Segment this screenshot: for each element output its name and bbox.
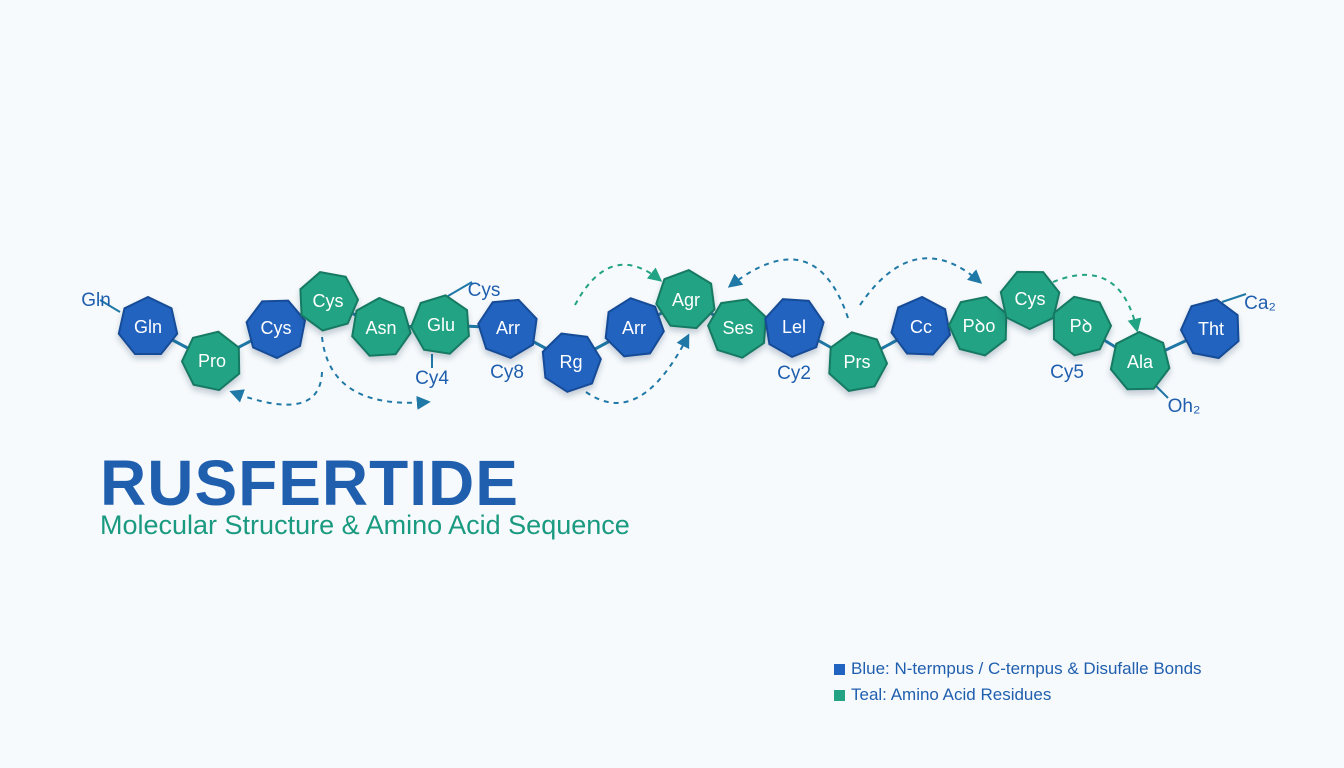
residue-shape <box>655 268 716 330</box>
residue-node-pꝺ: Pꝺ <box>1052 295 1113 357</box>
residue-shape <box>764 298 825 359</box>
residue-shape <box>890 295 952 356</box>
residue-label: Cc <box>910 317 932 337</box>
residue-node-gln: Gln <box>117 295 179 355</box>
residue-label: Gln <box>134 317 162 337</box>
residue-label: Cys <box>1015 289 1046 309</box>
residue-label: Pꝺo <box>963 316 996 336</box>
residue-label: Rg <box>559 352 582 372</box>
residue-shape <box>245 299 307 360</box>
disulfide-arc <box>1052 273 1142 333</box>
residue-node-asn: Asn <box>351 296 412 357</box>
disulfide-arc <box>229 371 323 406</box>
residue-shape <box>1179 298 1240 360</box>
residue-node-agr: Agr <box>655 268 716 330</box>
residue-shape <box>351 296 412 357</box>
residue-node-arr: Arr <box>604 297 665 358</box>
residue-label: Lel <box>782 317 806 337</box>
residue-label: Asn <box>365 318 396 338</box>
page-title: RUSFERTIDE <box>100 447 519 519</box>
legend-swatch-teal <box>834 689 845 701</box>
disulfide-arc <box>585 333 690 404</box>
residue-label: Prs <box>844 352 871 372</box>
residue-node-rg: Rg <box>541 332 602 393</box>
residue-shape <box>828 331 889 392</box>
residue-label: Ala <box>1127 352 1154 372</box>
legend-swatch-blue <box>834 663 845 675</box>
residue-node-ses: Ses <box>706 298 768 359</box>
residue-shape <box>947 295 1008 357</box>
residue-node-arr: Arr <box>477 298 538 360</box>
residue-label: Arr <box>622 318 646 338</box>
residue-shape <box>1052 295 1113 357</box>
residue-label: Agr <box>672 290 700 310</box>
legend: Blue: N-termpus / C-ternpus & Disufalle … <box>834 656 1202 708</box>
residue-node-cys: Cys <box>245 299 307 360</box>
side-chain-bond <box>99 299 121 313</box>
side-chain-label: Gln <box>81 290 111 311</box>
residue-shape <box>299 271 360 332</box>
residue-shape <box>1109 330 1171 391</box>
disulfide-arc <box>321 336 431 410</box>
residue-shape <box>180 330 241 392</box>
disulfide-arc <box>859 257 983 306</box>
side-chain-label: Cy2 <box>777 363 811 384</box>
legend-item-teal: Teal: Amino Acid Residues <box>834 682 1202 708</box>
residue-node-cys: Cys <box>299 271 360 332</box>
residue-label: Ses <box>722 318 753 338</box>
side-chain-label: Ca₂ <box>1244 293 1276 314</box>
residue-label: Tht <box>1198 319 1224 339</box>
side-chain-bond <box>1221 293 1247 303</box>
side-chain-label: Cy4 <box>415 368 449 389</box>
side-chain-label: Cys <box>468 280 501 301</box>
residue-node-tht: Tht <box>1179 298 1240 360</box>
residue-shape <box>604 297 665 358</box>
residue-shape <box>477 298 538 360</box>
legend-label: Teal: Amino Acid Residues <box>851 685 1052 704</box>
residue-node-pꝺo: Pꝺo <box>947 295 1008 357</box>
side-chain-label: Cy5 <box>1050 362 1084 383</box>
residue-label: Pro <box>198 351 226 371</box>
side-chain-label: Cy8 <box>490 362 524 383</box>
residue-node-cc: Cc <box>890 295 952 356</box>
residue-node-lel: Lel <box>764 298 825 359</box>
residue-node-ala: Ala <box>1109 330 1171 391</box>
side-chain-bond <box>447 281 473 297</box>
residue-label: Glu <box>427 315 455 335</box>
residue-shape <box>117 295 179 355</box>
page-subtitle: Molecular Structure & Amino Acid Sequenc… <box>100 510 630 540</box>
residue-shape <box>409 294 470 355</box>
residue-shape <box>541 332 602 393</box>
legend-item-blue: Blue: N-termpus / C-ternpus & Disufalle … <box>834 656 1202 682</box>
residue-label: Pꝺ <box>1070 316 1093 336</box>
disulfide-arc <box>574 263 663 306</box>
residue-label: Cys <box>261 318 292 338</box>
residue-node-prs: Prs <box>828 331 889 392</box>
side-chain-bond <box>1155 385 1169 399</box>
legend-label: Blue: N-termpus / C-ternpus & Disufalle … <box>851 659 1202 678</box>
residue-node-pro: Pro <box>180 330 241 392</box>
residue-node-cys: Cys <box>999 270 1061 331</box>
disulfide-arc <box>727 258 849 319</box>
residue-node-glu: Glu <box>409 294 470 355</box>
side-chain-label: Oh₂ <box>1168 396 1201 417</box>
residue-label: Arr <box>496 318 520 338</box>
residue-shape <box>706 298 768 359</box>
residue-label: Cys <box>313 291 344 311</box>
